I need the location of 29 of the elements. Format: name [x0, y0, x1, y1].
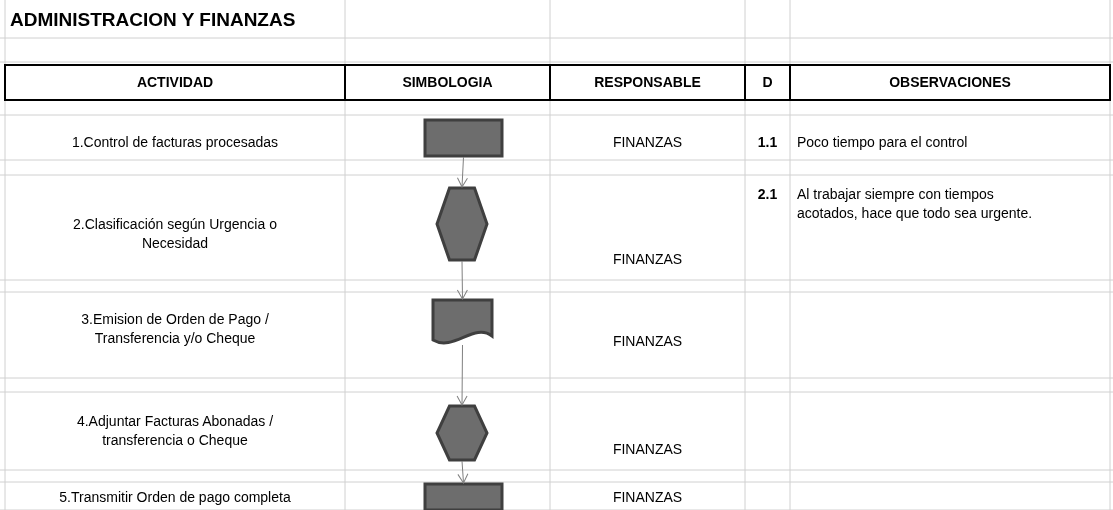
responsible-text: FINANZAS	[611, 133, 684, 152]
activity-text: 3.Emision de Orden de Pago / Transferencia y/o Cheque	[80, 310, 270, 348]
preparation-hexagon	[435, 186, 489, 262]
activity-text: 4.Adjuntar Facturas Abonadas / transferencia o Cheque	[75, 412, 275, 450]
activity-text: 5.Transmitir Orden de pago completa	[58, 488, 292, 507]
document-symbol	[431, 298, 494, 345]
responsible-text: FINANZAS	[611, 332, 684, 351]
title: ADMINISTRACION Y FINANZAS	[10, 10, 296, 29]
column-header: OBSERVACIONES	[888, 73, 1012, 92]
activity-text: 1.Control de facturas procesadas	[70, 133, 280, 152]
column-header: RESPONSABLE	[593, 73, 702, 92]
arrow	[457, 460, 469, 484]
arrow	[456, 260, 468, 300]
observation-text: Poco tiempo para el control	[797, 133, 969, 152]
observation-text: Al trabajar siempre con tiempos acotados, hace que todo sea urgente.	[797, 185, 1034, 223]
arrow	[456, 344, 468, 406]
observation-number: 2.1	[756, 185, 779, 204]
process-box	[423, 118, 504, 158]
responsible-text: FINANZAS	[611, 250, 684, 269]
column-header: ACTIVIDAD	[135, 73, 215, 92]
column-header: SIMBOLOGIA	[401, 73, 494, 92]
activity-text: 2.Clasificación según Urgencia o Necesidad	[72, 215, 278, 253]
process-box	[423, 482, 504, 510]
observation-number: 1.1	[756, 133, 779, 152]
column-header: D	[761, 73, 774, 92]
responsible-text: FINANZAS	[611, 440, 684, 459]
responsible-text: FINANZAS	[611, 488, 684, 507]
preparation-hexagon	[435, 404, 489, 462]
arrow	[456, 156, 468, 188]
